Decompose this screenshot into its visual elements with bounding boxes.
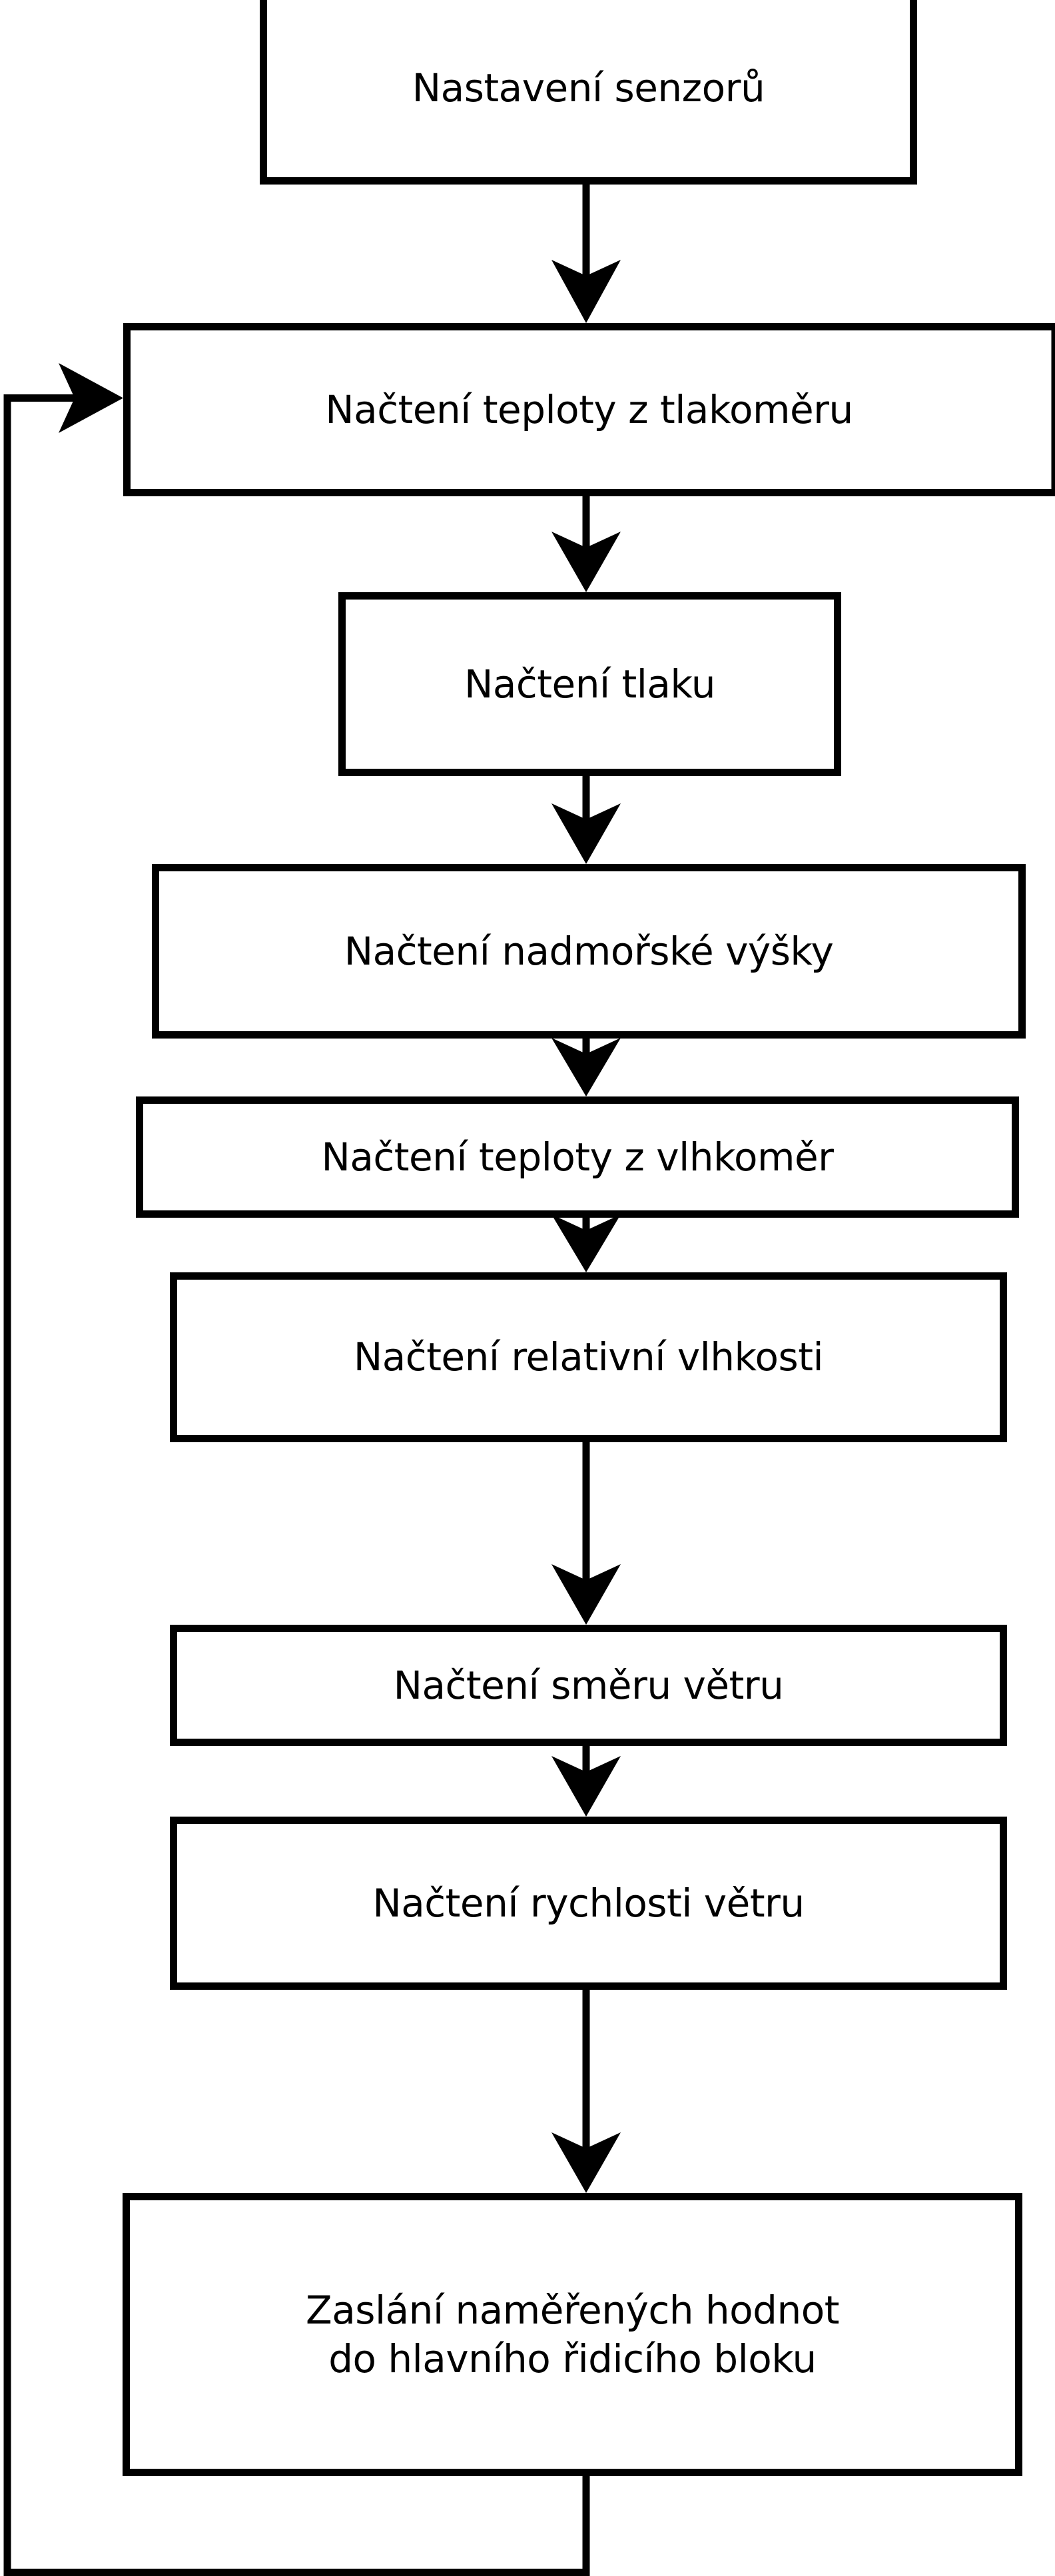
node-read-temp-barometer[interactable] bbox=[123, 323, 1055, 496]
arrow-head-down bbox=[551, 2132, 621, 2193]
arrow-head-down bbox=[551, 1214, 621, 1272]
arrow-head-down bbox=[551, 803, 621, 864]
edge-read-temp-barometer-to-read-pressure bbox=[551, 496, 621, 592]
edge-setup-to-read-temp-barometer bbox=[551, 185, 621, 323]
edge-read-pressure-to-read-altitude bbox=[551, 776, 621, 864]
edge-read-wind-speed-to-send-values bbox=[551, 1990, 621, 2193]
edge-read-wind-direction-to-read-wind-speed bbox=[551, 1746, 621, 1817]
arrow-head-down bbox=[551, 532, 621, 592]
node-send-values[interactable] bbox=[123, 2193, 1022, 2476]
edge-read-altitude-to-read-temp-hygrometer bbox=[551, 1038, 621, 1096]
arrow-head-down bbox=[551, 260, 621, 323]
node-read-altitude[interactable] bbox=[152, 864, 1026, 1039]
arrow-head-right bbox=[59, 363, 123, 433]
arrow-head-down bbox=[551, 1038, 621, 1096]
edge-read-temp-hygrometer-to-read-humidity bbox=[551, 1214, 621, 1272]
edge-feedback-loop bbox=[3, 363, 590, 2576]
node-read-wind-speed[interactable] bbox=[170, 1817, 1007, 1990]
node-setup[interactable] bbox=[260, 0, 917, 185]
arrow-head-down bbox=[551, 1756, 621, 1817]
arrow-head-down bbox=[551, 1564, 621, 1625]
node-read-wind-direction[interactable] bbox=[170, 1625, 1007, 1746]
edge-read-humidity-to-read-wind-direction bbox=[551, 1442, 621, 1625]
node-read-temp-hygrometer[interactable] bbox=[136, 1096, 1019, 1218]
node-read-pressure[interactable] bbox=[338, 592, 841, 776]
node-read-humidity[interactable] bbox=[170, 1272, 1007, 1442]
